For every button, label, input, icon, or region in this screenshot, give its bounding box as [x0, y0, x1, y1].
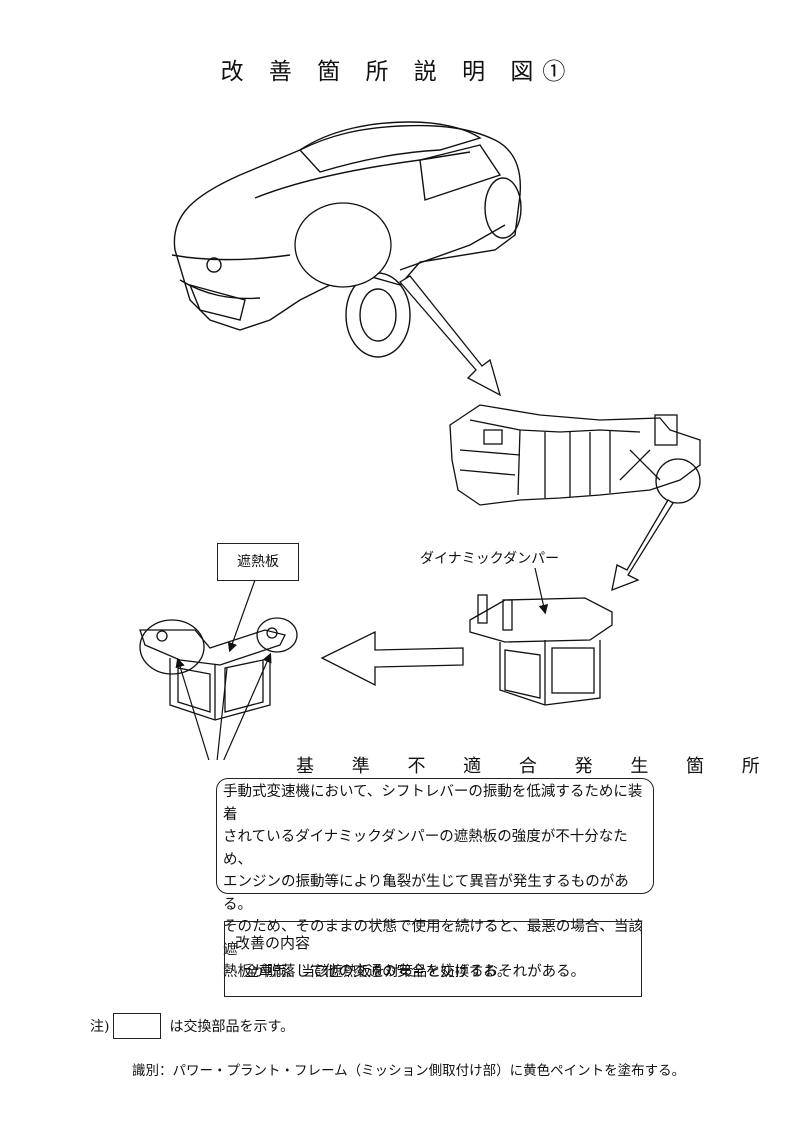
crack-circle-left: [139, 619, 205, 675]
arrow-transmission-to-damper: [611, 499, 674, 592]
replacement-part-legend-box: [113, 1013, 162, 1039]
page-title: 改 善 箇 所 説 明 図①: [220, 59, 575, 85]
nonconformance-line: されているダイナミックダンパーの遮熱板の強度が不十分なため、: [223, 829, 628, 868]
highlight-circle: [294, 202, 392, 288]
arrow-car-to-transmission: [399, 275, 502, 397]
legend-note: 注) は交換部品を示す。: [90, 1013, 294, 1039]
dynamic-damper-label: ダイナミックダンパー: [420, 551, 560, 567]
improvement-text: 全車両、当該遮熱板を対策品と交換する。: [245, 964, 511, 980]
identification-note: 識別：パワー・プラント・フレーム（ミッション側取付け部）に黄色ペイントを塗布する…: [132, 1063, 686, 1079]
arrow-damper-to-detail: [320, 630, 464, 687]
damper-detail-illustration: [139, 627, 286, 721]
nonconformance-description: 手動式変速機において、シフトレバーの振動を低減するために装着 されているダイナミ…: [216, 778, 654, 980]
nc-leader-3: [216, 667, 228, 760]
nonconformance-line: そのため、そのままの状態で使用を続けると、最悪の場合、当該遮: [223, 919, 643, 958]
damper-label-leader: [534, 567, 549, 615]
damper-illustration: [469, 594, 613, 706]
nonconformance-line: 熱板が脱落して他の交通の安全を妨げるおそれがある。: [223, 964, 586, 980]
note-prefix: 注): [90, 1019, 110, 1035]
car-illustration: [171, 121, 522, 358]
crack-circle-right: [256, 617, 298, 653]
damper-location-circle: [655, 458, 701, 504]
heat-shield-label: 遮熱板: [217, 543, 299, 581]
improvement-diagram: [139, 121, 701, 760]
nonconformance-line: 手動式変速機において、シフトレバーの振動を低減するために装着: [223, 784, 643, 823]
improvement-title: 改善の内容: [235, 934, 311, 952]
improvement-box: 改善の内容 全車両、当該遮熱板を対策品と交換する。: [224, 921, 642, 997]
nc-leader-2: [223, 652, 272, 760]
note-text: は交換部品を示す。: [169, 1019, 295, 1035]
heat-shield-leader: [227, 579, 256, 653]
nc-leader-1: [175, 657, 210, 760]
nonconformance-line: エンジンの振動等により亀裂が生じて異音が発生するものがある。: [223, 874, 629, 913]
transmission-illustration: [449, 404, 701, 506]
nonconformance-title: 基 準 不 適 合 発 生 箇 所: [296, 756, 776, 777]
